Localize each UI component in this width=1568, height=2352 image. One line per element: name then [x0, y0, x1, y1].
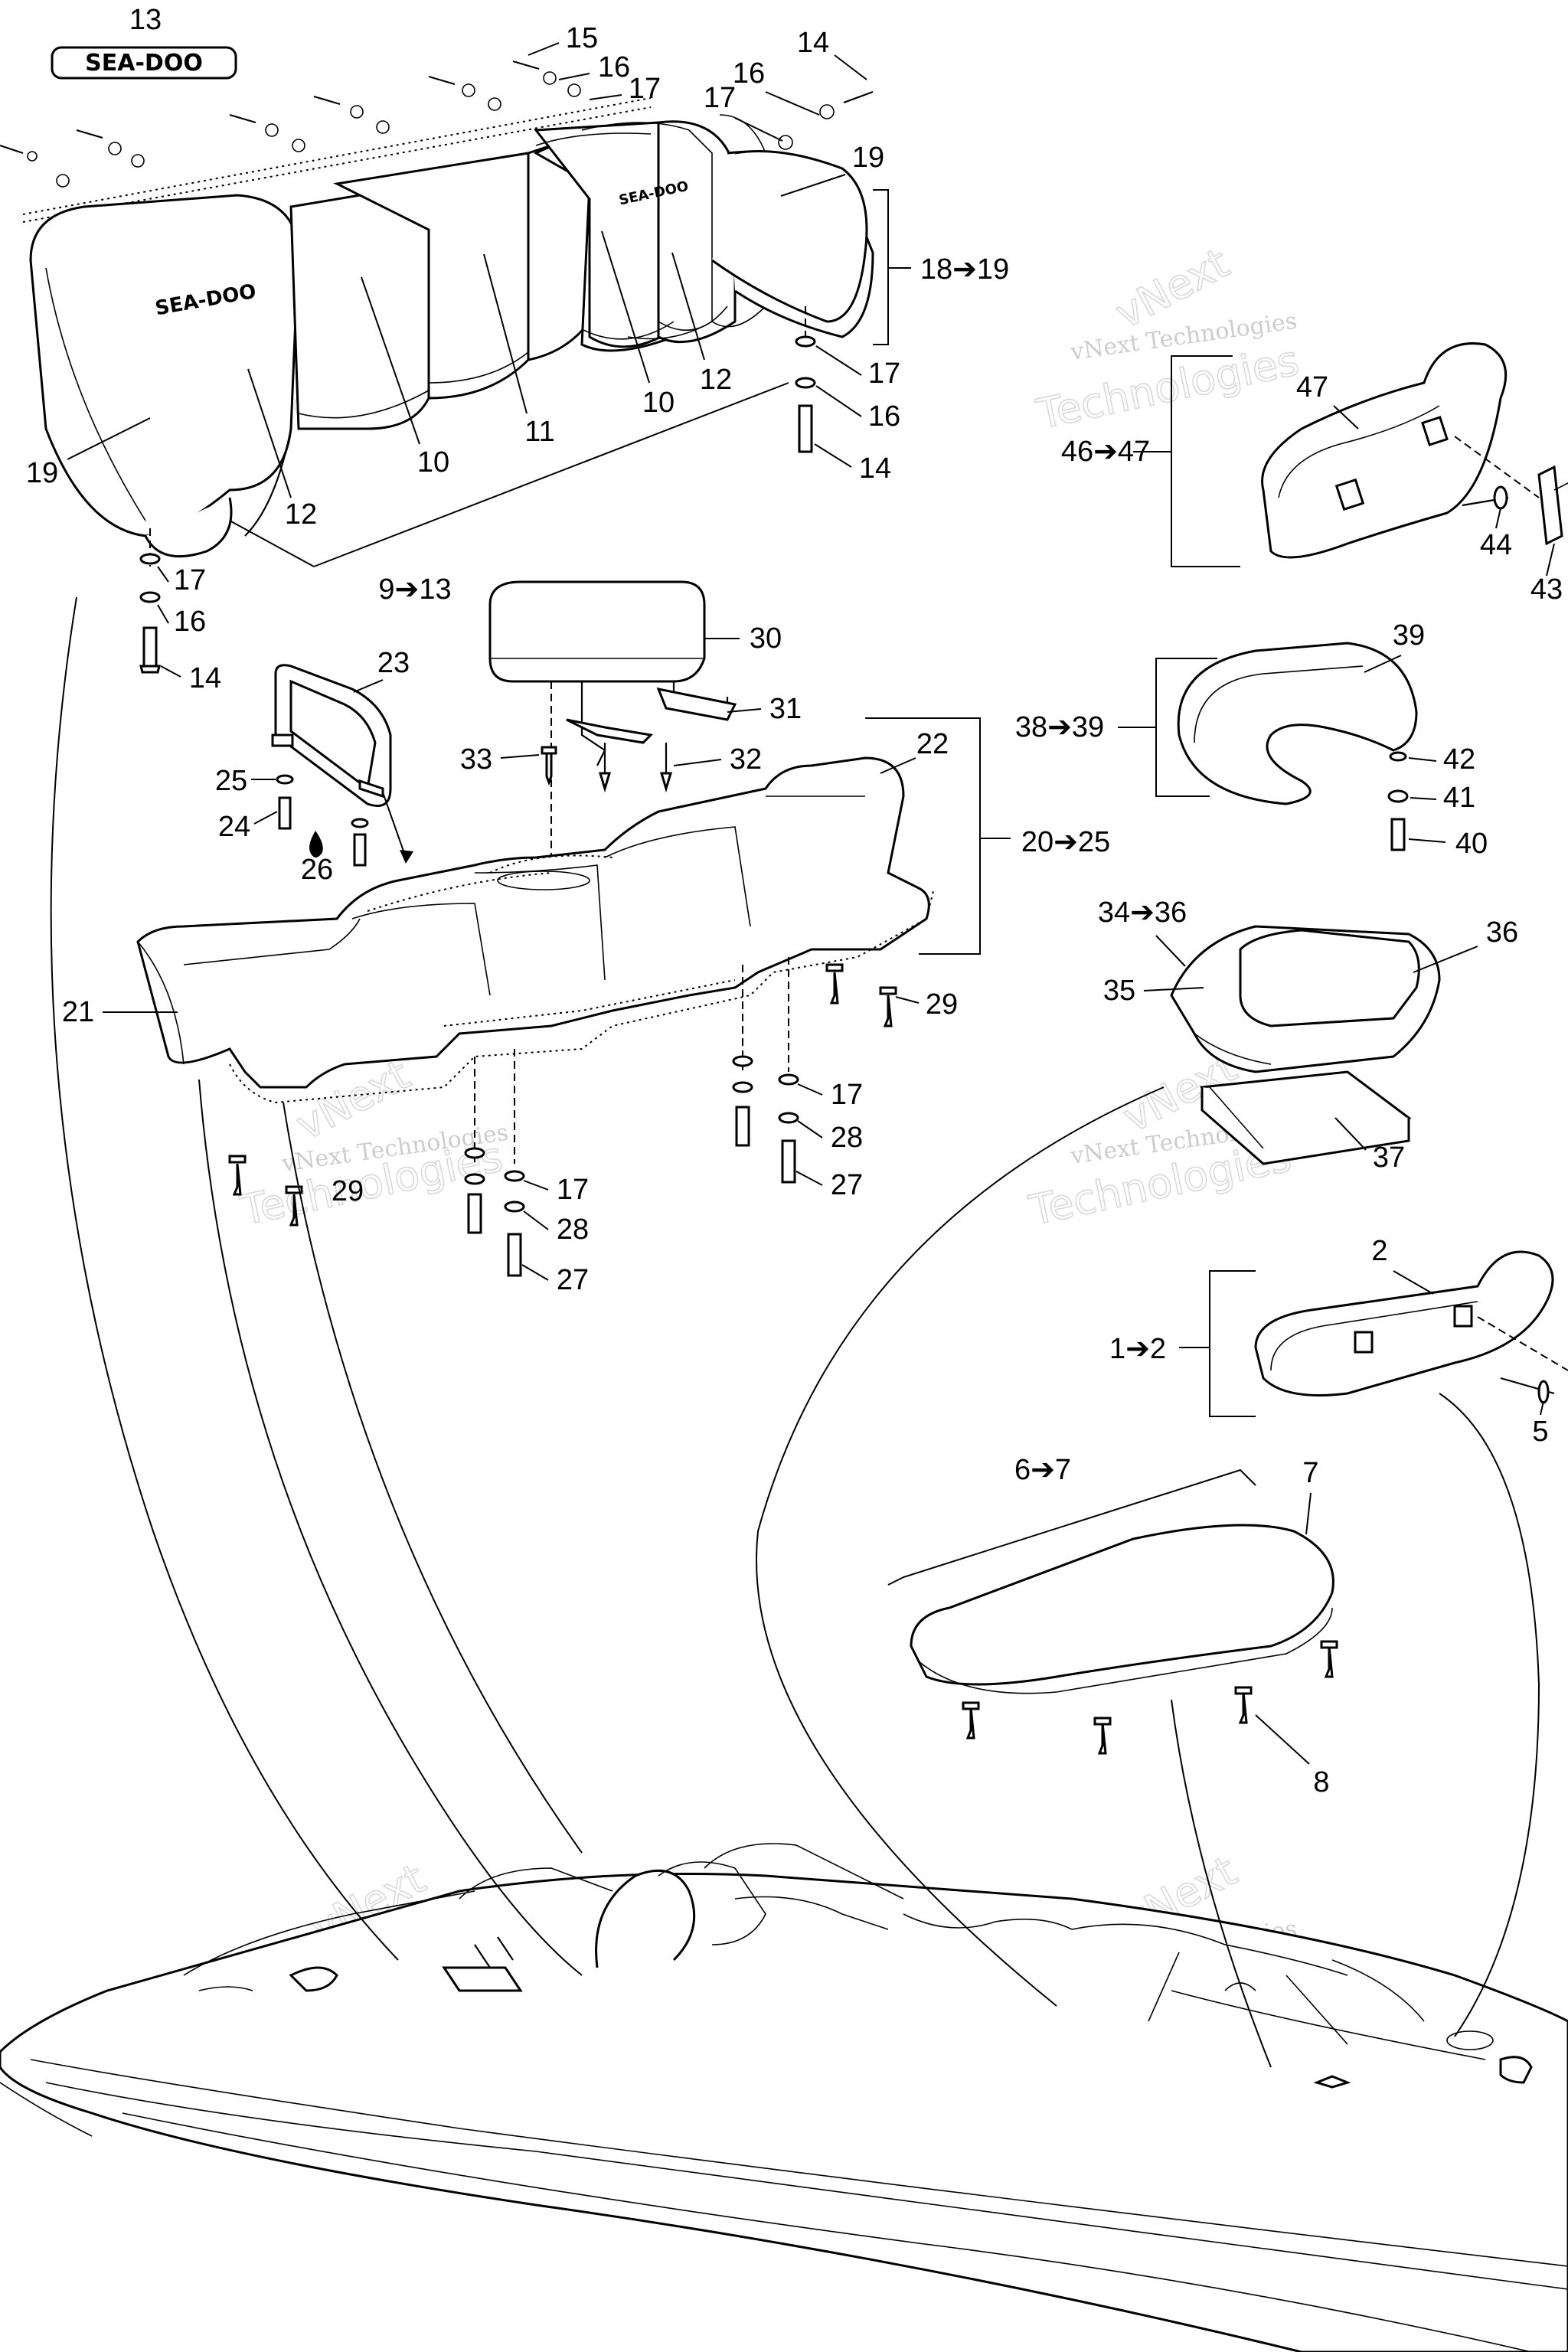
part-number-6-7: 6➔7: [1014, 1454, 1071, 1486]
part-number-12: 12: [285, 498, 317, 531]
part-number-20-25: 20➔25: [1021, 826, 1110, 858]
cushion-34-36: [1170, 925, 1441, 1165]
part-number-41: 41: [1443, 782, 1475, 814]
part-number-21: 21: [62, 996, 94, 1028]
part-number-16: 16: [174, 606, 206, 638]
seat-cover-assembly: SEA-DOO SEA-DOO: [0, 60, 911, 674]
part-number-8: 8: [1313, 1766, 1329, 1798]
part-number-44: 44: [1480, 529, 1512, 561]
part-number-15: 15: [566, 22, 598, 54]
part-number-14: 14: [859, 452, 891, 485]
part-number-16: 16: [868, 400, 900, 433]
part-labels: 13 15 16 17 14 16 17 19 18➔19 17 16 14 1…: [26, 4, 1563, 1798]
pad-6-7: [887, 1468, 1338, 1755]
part-number-46-47: 46➔47: [1061, 436, 1150, 468]
part-number-37: 37: [1373, 1142, 1405, 1174]
part-number-13: 13: [129, 4, 162, 36]
boat-hull: [0, 1843, 1568, 2352]
part-number-40: 40: [1455, 828, 1488, 860]
bolt-row: [0, 60, 874, 188]
part-number-22: 22: [916, 728, 949, 760]
part-number-27: 27: [557, 1264, 589, 1296]
part-number-1-2: 1➔2: [1109, 1333, 1166, 1365]
part-number-18-19: 18➔19: [920, 253, 1009, 286]
part-number-30: 30: [750, 622, 782, 655]
bolt-stack: [464, 1055, 799, 1277]
part-number-9-13: 9➔13: [378, 573, 451, 606]
part-number-17: 17: [557, 1174, 589, 1206]
part-number-17: 17: [868, 358, 900, 390]
part-number-39: 39: [1393, 619, 1425, 652]
part-number-17: 17: [831, 1079, 863, 1111]
part-number-42: 42: [1443, 743, 1475, 776]
handle-assembly-47: [1133, 342, 1568, 567]
cover-19-left: [29, 194, 300, 537]
part-number-29: 29: [926, 988, 958, 1021]
part-number-2: 2: [1371, 1235, 1387, 1267]
part-number-28: 28: [831, 1122, 863, 1154]
screw-group-8: [962, 1640, 1338, 1755]
part-number-32: 32: [730, 743, 762, 776]
part-number-34-36: 34➔36: [1098, 897, 1187, 929]
part-number-23: 23: [377, 647, 410, 679]
part-number-10: 10: [417, 446, 449, 479]
leader-curves: [50, 596, 1540, 2068]
part-number-7: 7: [1302, 1457, 1318, 1489]
part-number-26: 26: [301, 854, 333, 886]
part-number-12: 12: [700, 364, 732, 396]
part-number-19: 19: [852, 142, 884, 174]
part-number-11: 11: [524, 416, 554, 448]
part-number-47: 47: [1296, 371, 1328, 403]
grab-handle-23: [271, 664, 413, 867]
part-number-38-39: 38➔39: [1015, 711, 1104, 743]
part-number-28: 28: [557, 1214, 589, 1246]
part-number-25: 25: [215, 765, 247, 797]
part-number-5: 5: [1532, 1416, 1548, 1448]
part-number-10: 10: [642, 387, 675, 419]
cushion-38-39: [1118, 642, 1418, 851]
part-number-36: 36: [1486, 916, 1518, 949]
part-number-43: 43: [1530, 573, 1563, 606]
seat-20-25: [136, 717, 1011, 1277]
part-number-31: 31: [769, 693, 802, 725]
logo-text: SEA-DOO: [85, 50, 203, 77]
part-number-35: 35: [1103, 975, 1135, 1007]
handle-assembly-2: [1179, 1250, 1568, 1417]
part-number-17: 17: [704, 82, 736, 114]
logo-decal-13: SEA-DOO: [51, 46, 237, 80]
part-number-33: 33: [460, 743, 492, 776]
part-number-17: 17: [174, 564, 206, 596]
part-number-24: 24: [218, 811, 250, 843]
part-number-27: 27: [831, 1169, 863, 1201]
part-number-19: 19: [26, 457, 58, 489]
part-number-29: 29: [332, 1175, 364, 1207]
part-number-16: 16: [733, 57, 765, 90]
part-number-16: 16: [598, 51, 630, 83]
backrest-30: [488, 580, 737, 873]
part-number-14: 14: [797, 27, 829, 59]
part-number-17: 17: [629, 73, 661, 105]
part-number-14: 14: [189, 662, 221, 694]
watermark-group: vNext Technologies Technologies vNext Te…: [236, 238, 1304, 2047]
